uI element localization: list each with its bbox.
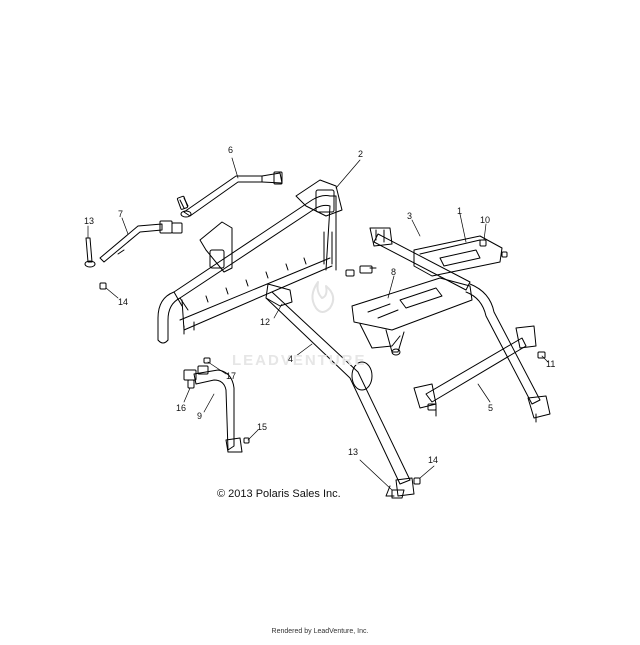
callout-4: 4 (288, 354, 294, 364)
part-3-cross-tube (369, 227, 471, 291)
footer-credit: Rendered by LeadVenture, Inc. (271, 628, 369, 635)
hardware-8 (345, 265, 377, 277)
part-1-panel (413, 235, 503, 277)
copyright-notice: © 2013 Polaris Sales Inc. (217, 488, 341, 500)
callout-15: 15 (257, 422, 268, 432)
part-13-bolt-lower (391, 489, 405, 499)
part-5-lower-bar (413, 325, 537, 417)
callout-12: 12 (260, 317, 271, 327)
part-7-bracket (99, 220, 183, 263)
callout-7: 7 (118, 209, 124, 219)
callout-2: 2 (358, 149, 364, 159)
part-10-nut (479, 239, 487, 247)
callout-14-lower: 14 (428, 455, 439, 465)
callout-9: 9 (197, 411, 203, 421)
callout-13-lower: 13 (348, 447, 359, 457)
callout-3: 3 (407, 211, 413, 221)
leader-lines (87, 157, 549, 491)
part-10-nut-b (501, 251, 508, 258)
part-9-side-bracket (183, 365, 243, 453)
part-14-nut (99, 282, 107, 290)
callout-13: 13 (84, 216, 95, 226)
part-13-bolt (84, 237, 96, 268)
callout-8: 8 (391, 267, 397, 277)
callout-6: 6 (228, 145, 234, 155)
callout-16: 16 (176, 403, 187, 413)
part-14-nut-lower (413, 477, 421, 485)
part-6-bar (176, 171, 283, 218)
part-8-console (351, 277, 473, 356)
part-16-bolt (187, 379, 195, 389)
callout-17: 17 (226, 371, 237, 381)
callout-5: 5 (488, 403, 494, 413)
callout-10: 10 (480, 215, 491, 225)
watermark-flame-icon (311, 281, 335, 313)
callout-1: 1 (457, 206, 463, 216)
part-2-front-roll-bar (157, 179, 343, 344)
callout-14: 14 (118, 297, 129, 307)
part-11-nut (537, 351, 546, 359)
watermark-text: LEADVENTURE (232, 352, 367, 369)
part-15-nut (243, 437, 250, 444)
rear-right-upright (465, 283, 551, 423)
part-4-rear-tube (265, 283, 415, 497)
part-17-nut (203, 357, 211, 364)
callout-11: 11 (546, 359, 556, 369)
